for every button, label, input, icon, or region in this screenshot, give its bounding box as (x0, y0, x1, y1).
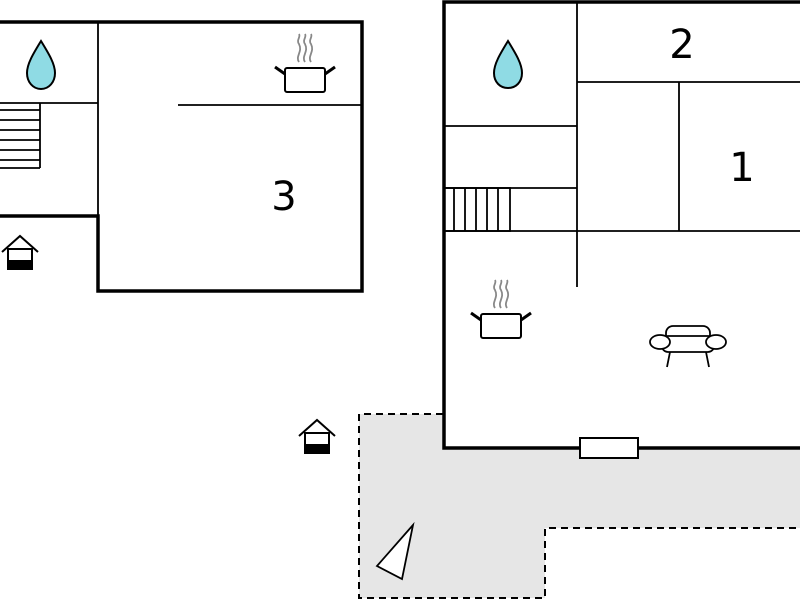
cooking-pot-icon (274, 33, 336, 93)
stairs-icon (0, 103, 41, 169)
north-arrow-icon (375, 521, 415, 581)
water-drop-icon (492, 39, 524, 90)
water-drop-icon (25, 39, 57, 91)
entrance-house-icon (1, 234, 39, 270)
window (579, 437, 639, 459)
stairs-icon (443, 187, 511, 232)
left-building (0, 20, 364, 293)
entrance-house-icon (298, 418, 336, 454)
room-2-label: 2 (669, 22, 694, 68)
room-3-label: 3 (271, 174, 296, 220)
sofa-icon (649, 325, 727, 368)
cooking-pot-icon (470, 279, 532, 339)
room-1-label: 1 (729, 145, 754, 191)
terrace-area (358, 413, 800, 599)
